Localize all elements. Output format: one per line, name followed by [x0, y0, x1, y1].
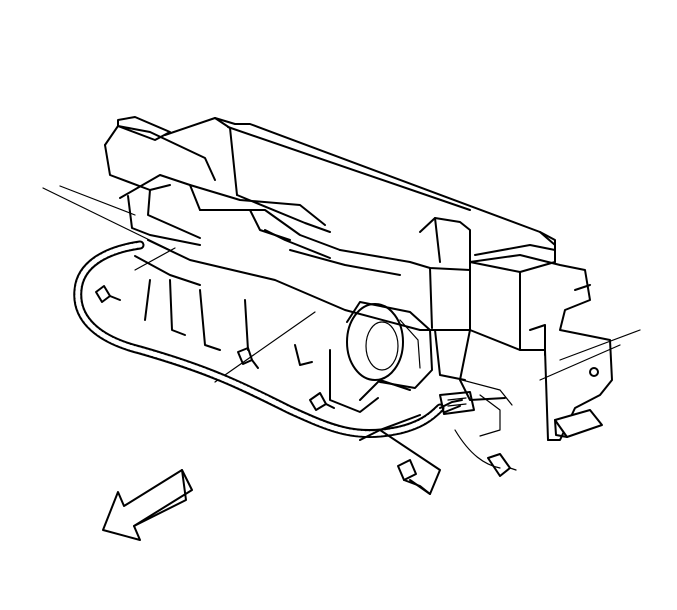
clip-lower: [309, 392, 327, 411]
clip-left: [95, 285, 111, 303]
wiring-harness: [73, 240, 501, 469]
hvac-duct-assembly: [104, 116, 613, 441]
clip-bottom: [397, 459, 417, 481]
arrow-forward-icon: [102, 469, 193, 541]
lower-brace: [359, 414, 441, 495]
harness-clips: [95, 285, 517, 495]
connector-block: [439, 391, 475, 415]
